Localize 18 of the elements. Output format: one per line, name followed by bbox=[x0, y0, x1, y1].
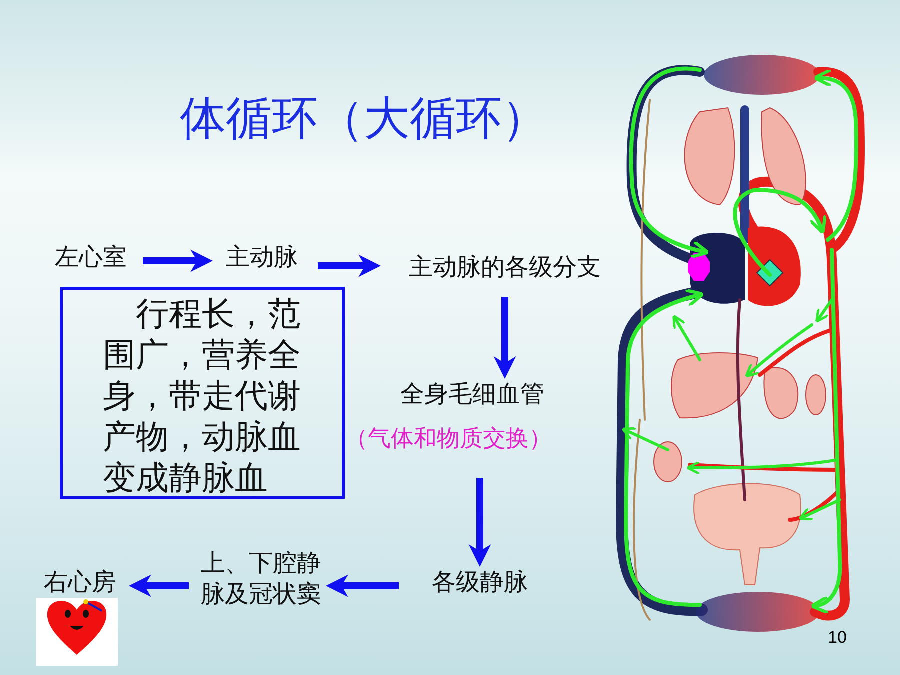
arrow bbox=[129, 574, 189, 598]
step-label: 全身毛细血管 bbox=[400, 380, 546, 409]
step-label: 右心房 bbox=[43, 568, 117, 597]
step-label: 各级静脉 bbox=[431, 568, 529, 597]
slide-title: 体循环（大循环） bbox=[180, 90, 548, 147]
step-label: 上、下腔静脉及冠状窦 bbox=[200, 548, 322, 610]
description-text: 行程长，范围广，营养全身，带走代谢产物，动脉血变成静脉血 bbox=[103, 294, 302, 499]
arrow bbox=[143, 250, 213, 272]
step-label: 主动脉的各级分支 bbox=[408, 253, 602, 282]
arrow bbox=[494, 297, 516, 379]
arrow bbox=[468, 478, 492, 567]
arrow bbox=[318, 254, 381, 278]
step-label: 主动脉 bbox=[225, 243, 299, 272]
step-label: 左心室 bbox=[54, 243, 128, 272]
note-box bbox=[60, 287, 345, 499]
page-number: 10 bbox=[828, 628, 847, 648]
arrow bbox=[326, 574, 399, 598]
note-text: （气体和物质交换） bbox=[345, 424, 553, 454]
